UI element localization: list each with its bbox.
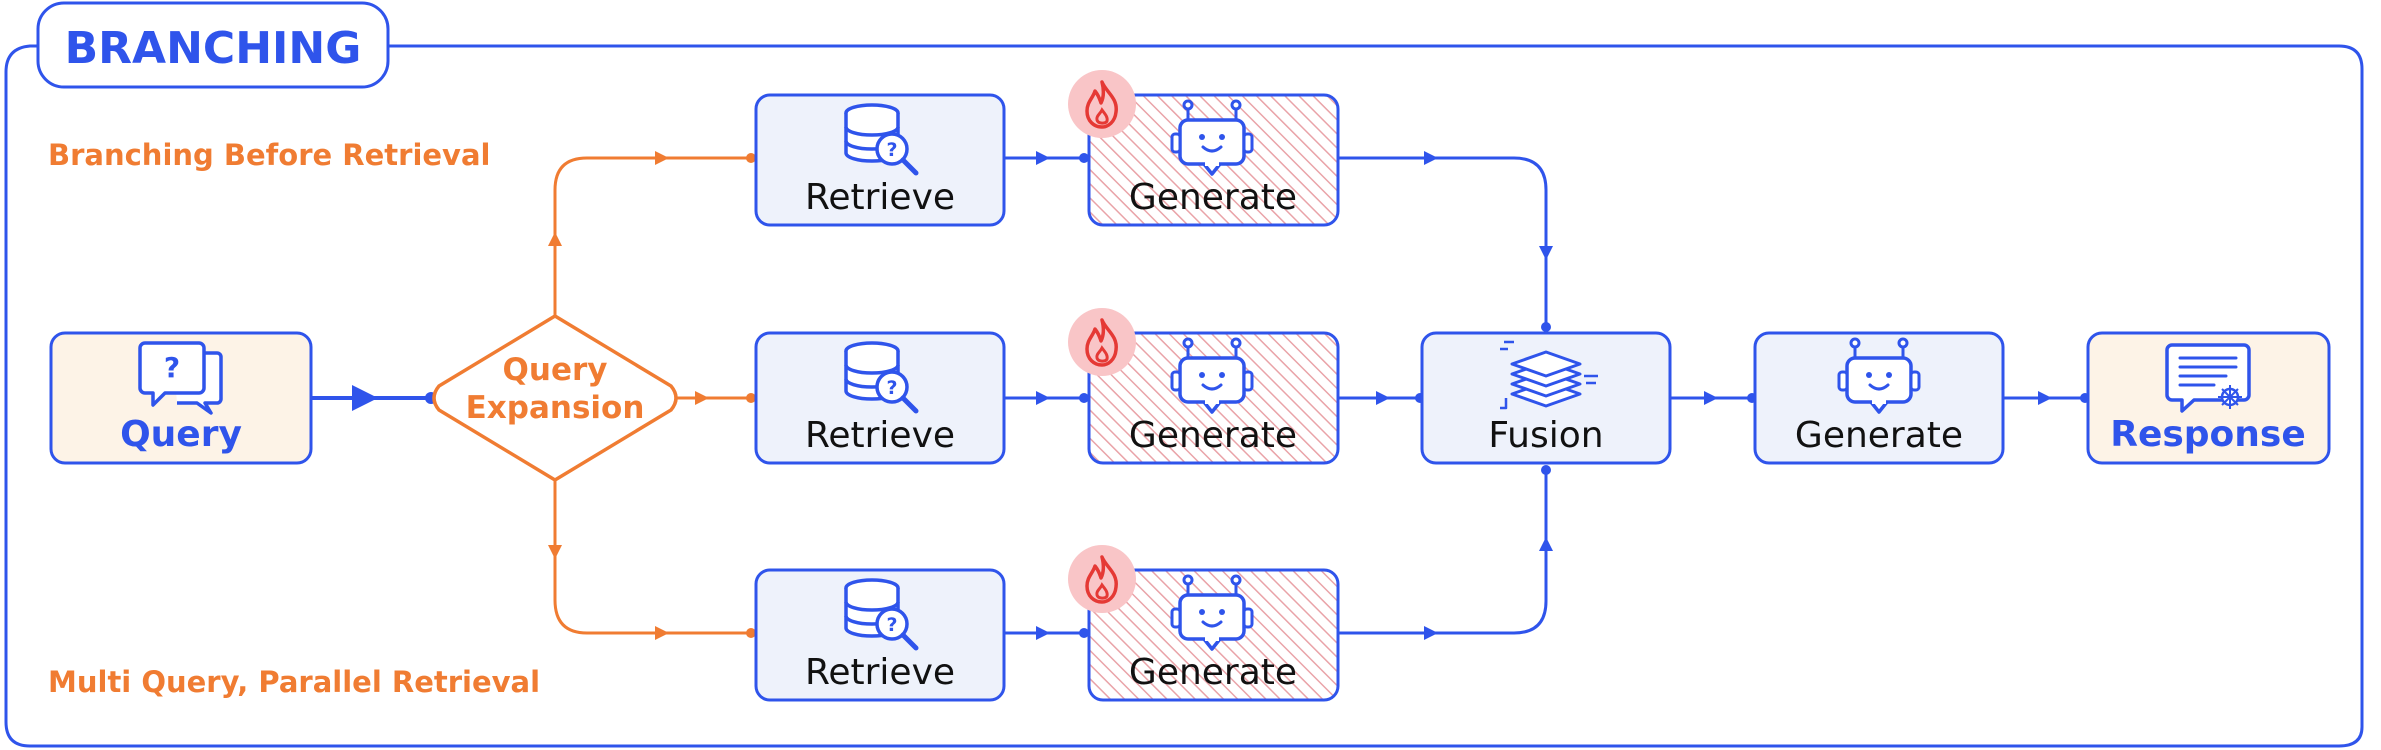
node-retrieve-top: Retrieve: [754, 93, 1006, 227]
annotation-top: Branching Before Retrieval: [48, 138, 490, 172]
fire-icon: [1066, 68, 1138, 140]
node-generate-final-label: Generate: [1795, 415, 1963, 456]
node-query: ? Query: [49, 331, 313, 465]
title-badge: [36, 1, 390, 89]
node-response-label: Response: [2110, 414, 2306, 455]
outer-frame: [4, 44, 2364, 748]
diagram-title: BRANCHING: [65, 23, 362, 74]
node-generate-top: Generate: [1066, 68, 1340, 227]
node-retrieve-mid: Retrieve: [754, 331, 1006, 465]
svg-text:?: ?: [164, 351, 180, 384]
node-fusion: Fusion: [1420, 331, 1672, 465]
node-retrieve-bot-label: Retrieve: [805, 652, 955, 693]
node-fusion-label: Fusion: [1488, 415, 1603, 456]
node-retrieve-mid-label: Retrieve: [805, 415, 955, 456]
node-query-expansion: Query Expansion: [432, 314, 678, 482]
annotation-bottom: Multi Query, Parallel Retrieval: [48, 665, 540, 699]
node-generate-top-label: Generate: [1129, 177, 1297, 218]
fire-icon: [1066, 306, 1138, 378]
chat-question-icon: ?: [138, 341, 223, 415]
node-generate-mid: Generate: [1066, 306, 1340, 465]
node-response: Response: [2086, 331, 2331, 465]
node-retrieve-bot: Retrieve: [754, 568, 1006, 702]
node-retrieve-top-label: Retrieve: [805, 177, 955, 218]
edge-query-expansion: [311, 385, 437, 411]
node-generate-bot-label: Generate: [1129, 652, 1297, 693]
edge-expansion-branches: [553, 156, 751, 635]
node-generate-bot: Generate: [1066, 543, 1340, 702]
node-query-label: Query: [120, 414, 242, 455]
node-generate-final: Generate: [1753, 331, 2005, 465]
node-expansion-line1: Query: [503, 352, 608, 388]
node-generate-mid-label: Generate: [1129, 415, 1297, 456]
document-chat-icon: [2165, 343, 2251, 413]
fire-icon: [1066, 543, 1138, 615]
node-expansion-line2: Expansion: [466, 390, 645, 426]
layers-icon: [1500, 340, 1598, 410]
